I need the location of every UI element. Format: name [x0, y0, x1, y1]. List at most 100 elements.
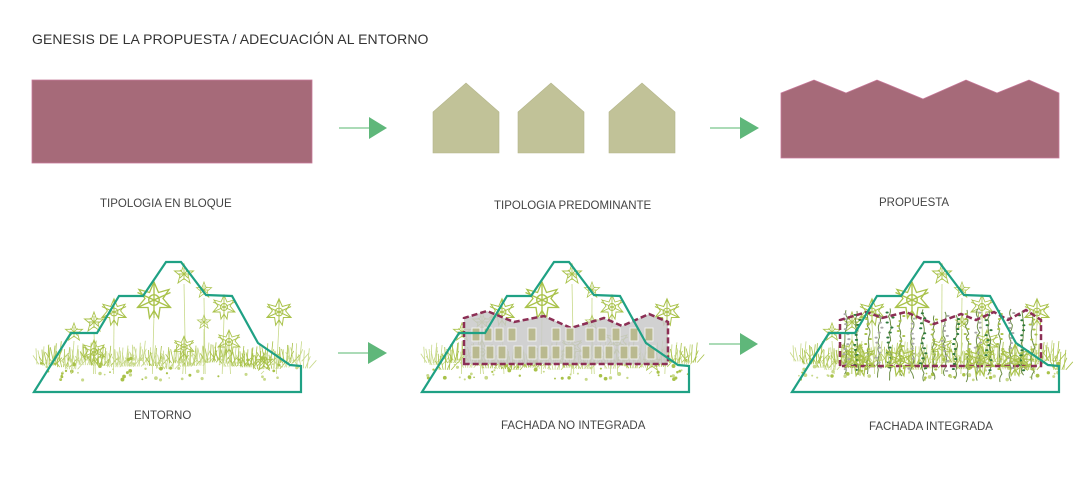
vegetation-speck [159, 366, 163, 371]
vine-stem [964, 309, 970, 383]
vegetation-speck [158, 378, 163, 382]
vegetation-speck [45, 365, 49, 369]
vegetation-speck [560, 376, 564, 380]
vegetation-speck [236, 361, 240, 365]
vegetation-speck [1052, 375, 1056, 379]
vegetation-speck [956, 364, 959, 367]
facade-window [497, 345, 507, 360]
facade-window [494, 327, 504, 342]
vine-leaf [898, 320, 902, 323]
vine-leaf [985, 349, 989, 352]
vine-leaf [919, 327, 923, 330]
rosette-plant-icon [1024, 298, 1050, 326]
vegetation-speck [469, 372, 473, 376]
vine-stem [953, 314, 959, 380]
plant-stem [831, 340, 835, 375]
label-tipologia-bloque: TIPOLOGIA EN BLOQUE [100, 198, 232, 210]
mountain-outline [790, 260, 1061, 394]
vegetation-speck [426, 373, 430, 378]
rosette-plant-icon [524, 281, 560, 319]
facade-window [564, 345, 574, 360]
vegetation-speck [455, 365, 460, 369]
vegetation-speck [128, 368, 133, 373]
label-fachada-no-integrada: FACHADA NO INTEGRADA [501, 420, 646, 432]
vegetation-speck [826, 374, 829, 377]
rosette-plant-icon [212, 294, 236, 320]
vine-leaf [1030, 358, 1035, 361]
vegetation-speck [518, 374, 521, 377]
vine-leaf [1030, 348, 1034, 351]
vegetation-speck [962, 373, 966, 377]
facade-window [507, 327, 517, 342]
vegetation-speck [263, 377, 266, 381]
vegetation-speck [132, 362, 136, 366]
vegetation-speck [98, 371, 102, 376]
vegetation-speck [60, 375, 64, 379]
vegetation-speck [971, 378, 975, 382]
vegetation-speck [925, 372, 928, 375]
vine-leaf [984, 334, 988, 337]
vegetation-speck [1036, 362, 1039, 365]
arrow-1 [339, 117, 387, 139]
vegetation-speck [189, 359, 191, 361]
plant-stem [183, 283, 187, 375]
vine-leaf [910, 332, 914, 335]
vine-leaf [998, 357, 1003, 360]
vine-leaf [1022, 324, 1026, 327]
vine-leaf [1032, 328, 1036, 331]
vegetation-speck [77, 371, 79, 374]
vegetation-speck [205, 360, 209, 364]
vegetation-speck [292, 359, 295, 362]
vegetation-speck [217, 375, 220, 378]
vegetation-speck [144, 367, 147, 370]
vine-leaf [978, 311, 982, 314]
vine-leaf [854, 348, 858, 351]
vegetation-speck [1056, 361, 1061, 366]
facade-window [619, 345, 629, 360]
vine-leaf [956, 317, 961, 320]
vegetation-speck [680, 369, 683, 372]
vine-leaf [1011, 332, 1015, 335]
vine-leaf [988, 369, 992, 372]
vine-leaf [966, 357, 970, 360]
vine-leaf [888, 331, 892, 334]
plant-stem [648, 370, 653, 375]
vine-leaf [918, 362, 923, 365]
vine-leaf [997, 327, 1001, 330]
house-shape [608, 82, 676, 154]
vine-leaf [964, 317, 968, 320]
vegetation-speck [817, 361, 821, 364]
vine-leaf [996, 362, 1001, 365]
facade-window [604, 345, 614, 360]
vine-leaf [919, 322, 924, 325]
vine-leaf [865, 328, 869, 331]
vegetation-speck [39, 362, 43, 365]
vine-leaf [967, 367, 971, 370]
vegetation-speck [923, 376, 927, 380]
vegetation-speck [1035, 373, 1040, 378]
vegetation-speck [992, 374, 996, 378]
vine-stem [920, 309, 926, 382]
vine-leaf [902, 335, 906, 338]
facade-window [471, 327, 481, 342]
facade-window [485, 345, 495, 360]
vine-leaf [954, 357, 958, 360]
vine-leaf [952, 337, 957, 340]
vine-leaf [932, 338, 936, 341]
vine-leaf [952, 352, 956, 355]
vegetation-speck [122, 374, 126, 379]
vine-leaf [934, 368, 938, 371]
vine-leaf [1020, 349, 1024, 352]
vine-leaf [877, 351, 882, 354]
facade-window [644, 327, 654, 342]
vegetation-speck [128, 373, 133, 377]
vegetation-speck [276, 376, 279, 379]
vegetation-speck [569, 373, 572, 376]
vegetation-speck [467, 375, 472, 379]
plant-stem [151, 314, 155, 375]
facade-window [471, 345, 481, 360]
vegetation-speck [989, 372, 992, 375]
vine-leaf [910, 327, 914, 330]
vegetation-speck [657, 374, 660, 377]
vine-leaf [920, 312, 924, 315]
